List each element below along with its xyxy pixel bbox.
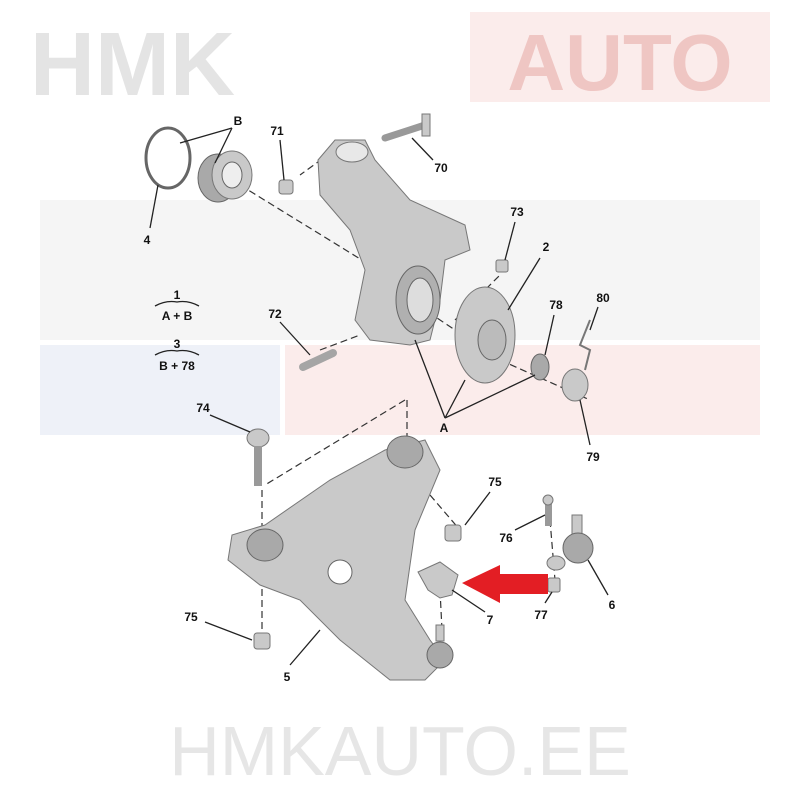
part-pin-80 bbox=[578, 319, 592, 371]
label-3-formula: B + 78 bbox=[159, 359, 195, 373]
highlight-arrow bbox=[462, 565, 548, 603]
part-washer-78 bbox=[530, 353, 550, 381]
label-2: 2 bbox=[543, 240, 550, 254]
label-1: 1 bbox=[174, 288, 181, 302]
part-ball-joint-arm bbox=[426, 624, 454, 669]
part-steering-knuckle bbox=[317, 139, 471, 346]
part-ball-joint-6 bbox=[546, 514, 594, 571]
part-nut-75-upper bbox=[444, 524, 462, 542]
callout-labels: B 71 70 4 73 2 1 A + B 3 B + 78 72 78 80… bbox=[144, 114, 616, 684]
label-75-upper: 75 bbox=[488, 475, 502, 489]
part-nut-71 bbox=[278, 179, 294, 195]
label-78: 78 bbox=[549, 298, 563, 312]
part-cover-7 bbox=[417, 561, 459, 599]
part-nut-79 bbox=[561, 368, 589, 402]
label-7: 7 bbox=[487, 613, 494, 627]
brace-3 bbox=[154, 349, 200, 356]
label-72: 72 bbox=[268, 307, 282, 321]
brace-1 bbox=[154, 300, 200, 307]
label-B: B bbox=[234, 114, 243, 128]
label-70: 70 bbox=[434, 161, 448, 175]
part-nut-77 bbox=[547, 577, 561, 593]
label-71: 71 bbox=[270, 124, 284, 138]
label-77: 77 bbox=[534, 608, 548, 622]
part-bolt-70 bbox=[381, 113, 431, 142]
label-3: 3 bbox=[174, 337, 181, 351]
watermark-site: HMKAUTO.EE bbox=[169, 712, 631, 790]
label-73: 73 bbox=[510, 205, 524, 219]
label-74: 74 bbox=[196, 401, 210, 415]
label-79: 79 bbox=[586, 450, 600, 464]
label-5: 5 bbox=[284, 670, 291, 684]
part-nut-73 bbox=[495, 259, 509, 273]
watermark: HMK AUTO HMKAUTO.EE bbox=[30, 12, 770, 790]
part-nut-75-lower bbox=[253, 632, 271, 650]
part-bolt-74 bbox=[246, 428, 270, 486]
watermark-logo-sub: AUTO bbox=[507, 18, 732, 107]
watermark-logo: HMK bbox=[30, 15, 235, 115]
label-1-formula: A + B bbox=[162, 309, 193, 323]
part-bolt-72 bbox=[299, 349, 337, 371]
label-75-lower: 75 bbox=[184, 610, 198, 624]
leader-lines bbox=[149, 127, 609, 666]
label-A: A bbox=[440, 421, 449, 435]
label-4: 4 bbox=[144, 233, 151, 247]
part-circlip-4 bbox=[144, 126, 192, 190]
part-bolt-76 bbox=[542, 494, 554, 526]
part-bearing-B bbox=[197, 150, 253, 203]
watermark-logo-box bbox=[470, 12, 770, 102]
label-76: 76 bbox=[499, 531, 513, 545]
part-hub-2 bbox=[454, 286, 516, 384]
label-80: 80 bbox=[596, 291, 610, 305]
label-6: 6 bbox=[609, 598, 616, 612]
part-control-arm-5 bbox=[227, 435, 446, 681]
